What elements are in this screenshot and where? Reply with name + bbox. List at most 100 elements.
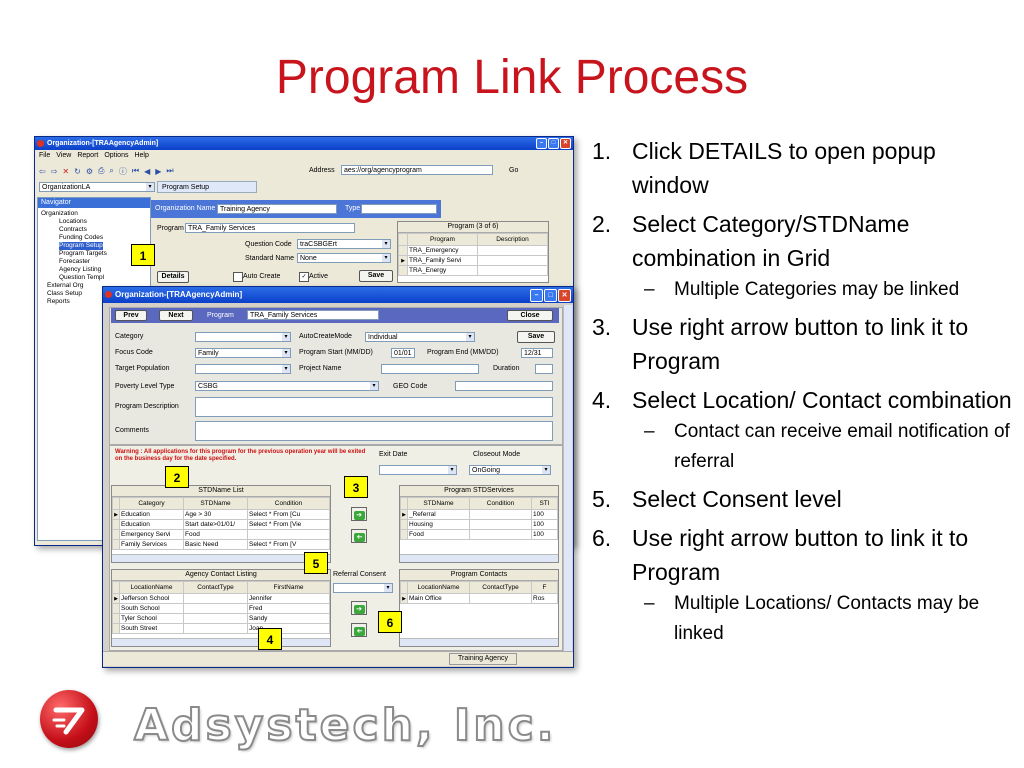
tree-item-organization[interactable]: Organization [41, 210, 78, 217]
window-vertical-scrollbar[interactable] [563, 305, 572, 651]
tools-icon[interactable]: ⚙ [85, 166, 93, 176]
tree-item-agency-listing[interactable]: Agency Listing [59, 266, 102, 273]
find-icon[interactable]: ⌕ [109, 166, 114, 175]
back-arrow-icon[interactable]: ⇦ [39, 166, 46, 176]
forward-arrow-icon[interactable]: ⇨ [50, 166, 58, 176]
go-button[interactable]: Go [509, 167, 519, 174]
column-header[interactable]: LocationName [119, 581, 184, 594]
horizontal-scrollbar[interactable] [400, 554, 558, 562]
program-start-input[interactable]: 01/01 [391, 348, 415, 358]
minimize-icon[interactable]: – [536, 138, 547, 149]
organization-select[interactable]: OrganizationLA [39, 182, 155, 192]
info-icon[interactable]: ⓘ [118, 166, 127, 176]
column-header[interactable]: LocationName [407, 581, 470, 594]
column-header[interactable]: ContactType [183, 581, 248, 594]
column-header[interactable]: Description [477, 233, 548, 246]
menu-options[interactable]: Options [104, 152, 129, 159]
refresh-icon[interactable]: ↻ [74, 166, 81, 176]
menu-file[interactable]: File [39, 152, 51, 159]
close-icon[interactable]: ✕ [558, 289, 571, 302]
next-button[interactable]: Next [159, 310, 193, 321]
tab-program-setup[interactable]: Program Setup [157, 181, 257, 193]
unlink-std-left-arrow-button[interactable]: ➔ [351, 529, 367, 543]
tree-item-program-targets[interactable]: Program Targets [59, 250, 107, 257]
first-page-icon[interactable]: ⏮ [131, 166, 140, 175]
column-header[interactable]: ContactType [469, 581, 532, 594]
tree-item-locations[interactable]: Locations [59, 218, 87, 225]
menu-view[interactable]: View [56, 152, 72, 159]
details-button[interactable]: Details [157, 271, 189, 283]
print-icon[interactable]: ⎙ [97, 166, 105, 175]
close-button[interactable]: Close [507, 310, 553, 321]
referral-consent-select[interactable] [333, 583, 393, 593]
focus-code-select[interactable]: Family [195, 348, 291, 358]
prev-button[interactable]: Prev [115, 310, 147, 321]
tree-item-funding-codes[interactable]: Funding Codes [59, 234, 104, 241]
last-page-icon[interactable]: ⏭ [166, 166, 174, 175]
horizontal-scrollbar[interactable] [112, 554, 330, 562]
maximize-icon[interactable]: □ [544, 289, 557, 302]
target-population-select[interactable] [195, 364, 291, 374]
duration-input[interactable] [535, 364, 553, 374]
project-name-input[interactable] [381, 364, 479, 374]
column-header[interactable]: FirstName [247, 581, 330, 594]
category-select[interactable] [195, 332, 291, 342]
front-save-button[interactable]: Save [517, 331, 555, 343]
menu-report[interactable]: Report [77, 152, 99, 159]
back-program-input[interactable]: TRA_Family Services [185, 223, 355, 233]
column-header[interactable]: Condition [247, 497, 330, 510]
back-save-button[interactable]: Save [359, 270, 393, 282]
column-header[interactable]: Category [119, 497, 184, 510]
unlink-contact-left-arrow-button[interactable]: ➔ [351, 623, 367, 637]
horizontal-scrollbar[interactable] [400, 638, 558, 646]
column-header[interactable]: STI [531, 497, 558, 510]
poverty-level-select[interactable]: CSBG [195, 381, 379, 391]
column-header[interactable]: STDName [407, 497, 470, 510]
tree-item-program-setup[interactable]: Program Setup [59, 242, 103, 250]
autocreate-select[interactable]: Individual [365, 332, 475, 342]
address-input[interactable]: aes://org/agencyprogram [341, 165, 493, 175]
exit-date-select[interactable] [379, 465, 457, 475]
type-input[interactable] [361, 204, 437, 214]
table-row[interactable]: TRA_Energy [398, 265, 548, 276]
link-contact-right-arrow-button[interactable]: ➔ [351, 601, 367, 615]
column-header[interactable]: STDName [183, 497, 248, 510]
front-program-input[interactable]: TRA_Family Services [247, 310, 379, 320]
tree-item-contracts[interactable]: Contracts [59, 226, 87, 233]
minimize-icon[interactable]: – [530, 289, 543, 302]
active-checkbox-icon[interactable]: ✓ [299, 272, 309, 282]
tree-item-external-org[interactable]: External Org [47, 282, 84, 289]
tree-item-question-templ[interactable]: Question Templ [59, 274, 105, 281]
program-end-input[interactable]: 12/31 [521, 348, 553, 358]
geo-code-input[interactable] [455, 381, 553, 391]
comments-input[interactable] [195, 421, 553, 441]
column-header[interactable]: Condition [469, 497, 532, 510]
closeout-mode-select[interactable]: OnGoing [469, 465, 551, 475]
delete-icon[interactable]: ✕ [62, 166, 70, 176]
table-row[interactable]: TRA_Emergency [398, 245, 548, 256]
column-header[interactable]: Program [407, 233, 478, 246]
close-icon[interactable]: ✕ [560, 138, 571, 149]
link-std-right-arrow-button[interactable]: ➔ [351, 507, 367, 521]
next-page-icon[interactable]: ▶ [155, 166, 162, 176]
question-code-select[interactable]: traCSBGErt [297, 239, 391, 249]
program-description-input[interactable] [195, 397, 553, 417]
tree-item-reports[interactable]: Reports [47, 298, 70, 305]
standard-name-select[interactable]: None [297, 253, 391, 263]
tree-item-class-setup[interactable]: Class Setup [47, 290, 83, 297]
org-name-input[interactable]: Training Agency [217, 204, 337, 214]
maximize-icon[interactable]: □ [548, 138, 559, 149]
horizontal-scrollbar[interactable] [112, 638, 330, 646]
column-header[interactable]: F [531, 581, 558, 594]
